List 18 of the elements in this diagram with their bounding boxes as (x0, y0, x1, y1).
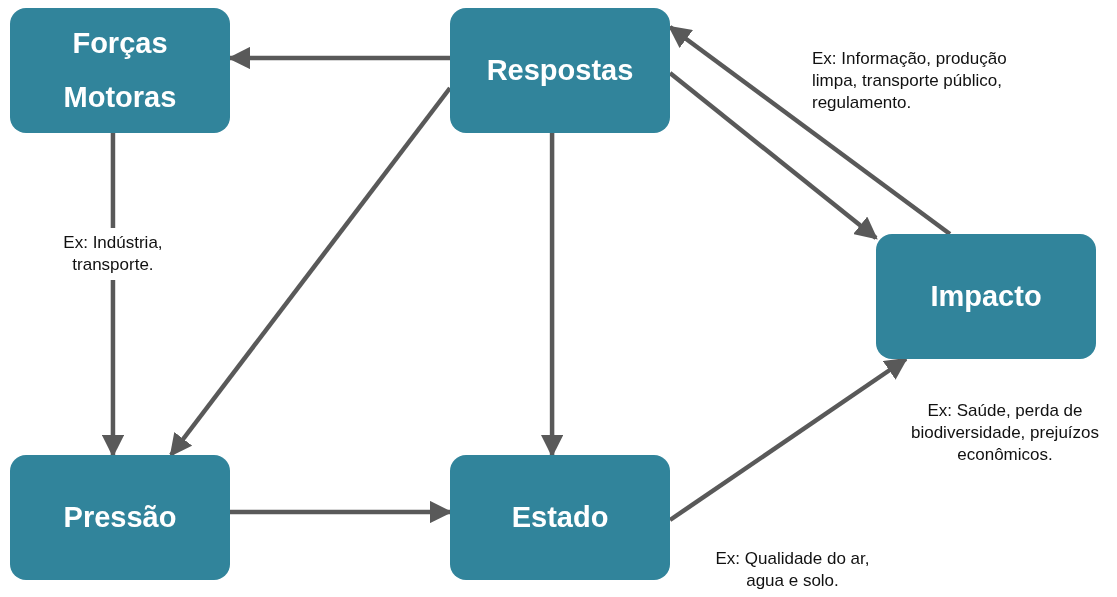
process-box (876, 234, 1096, 359)
example-note: Ex: Informação, produção limpa, transporte público, regulamento. (812, 48, 1008, 115)
arrow (668, 357, 908, 522)
example-note: Ex: Saúde, perda de biodiversidade, prejuízos econômicos. (909, 400, 1101, 467)
arrow (540, 133, 564, 458)
process-box (450, 8, 670, 133)
process-box (10, 8, 230, 133)
arrow (668, 71, 878, 240)
process-box (450, 455, 670, 580)
node-title: Pressão (63, 499, 177, 535)
node-title: Respostas (486, 52, 634, 88)
arrow (169, 86, 452, 457)
node-title: Estado (511, 499, 609, 535)
node-title: Impacto (930, 278, 1042, 314)
arrow (668, 25, 952, 236)
process-box (10, 455, 230, 580)
node-title: Forças Motoras (62, 25, 178, 115)
example-note: Ex: Qualidade do ar, agua e solo. (714, 548, 871, 593)
